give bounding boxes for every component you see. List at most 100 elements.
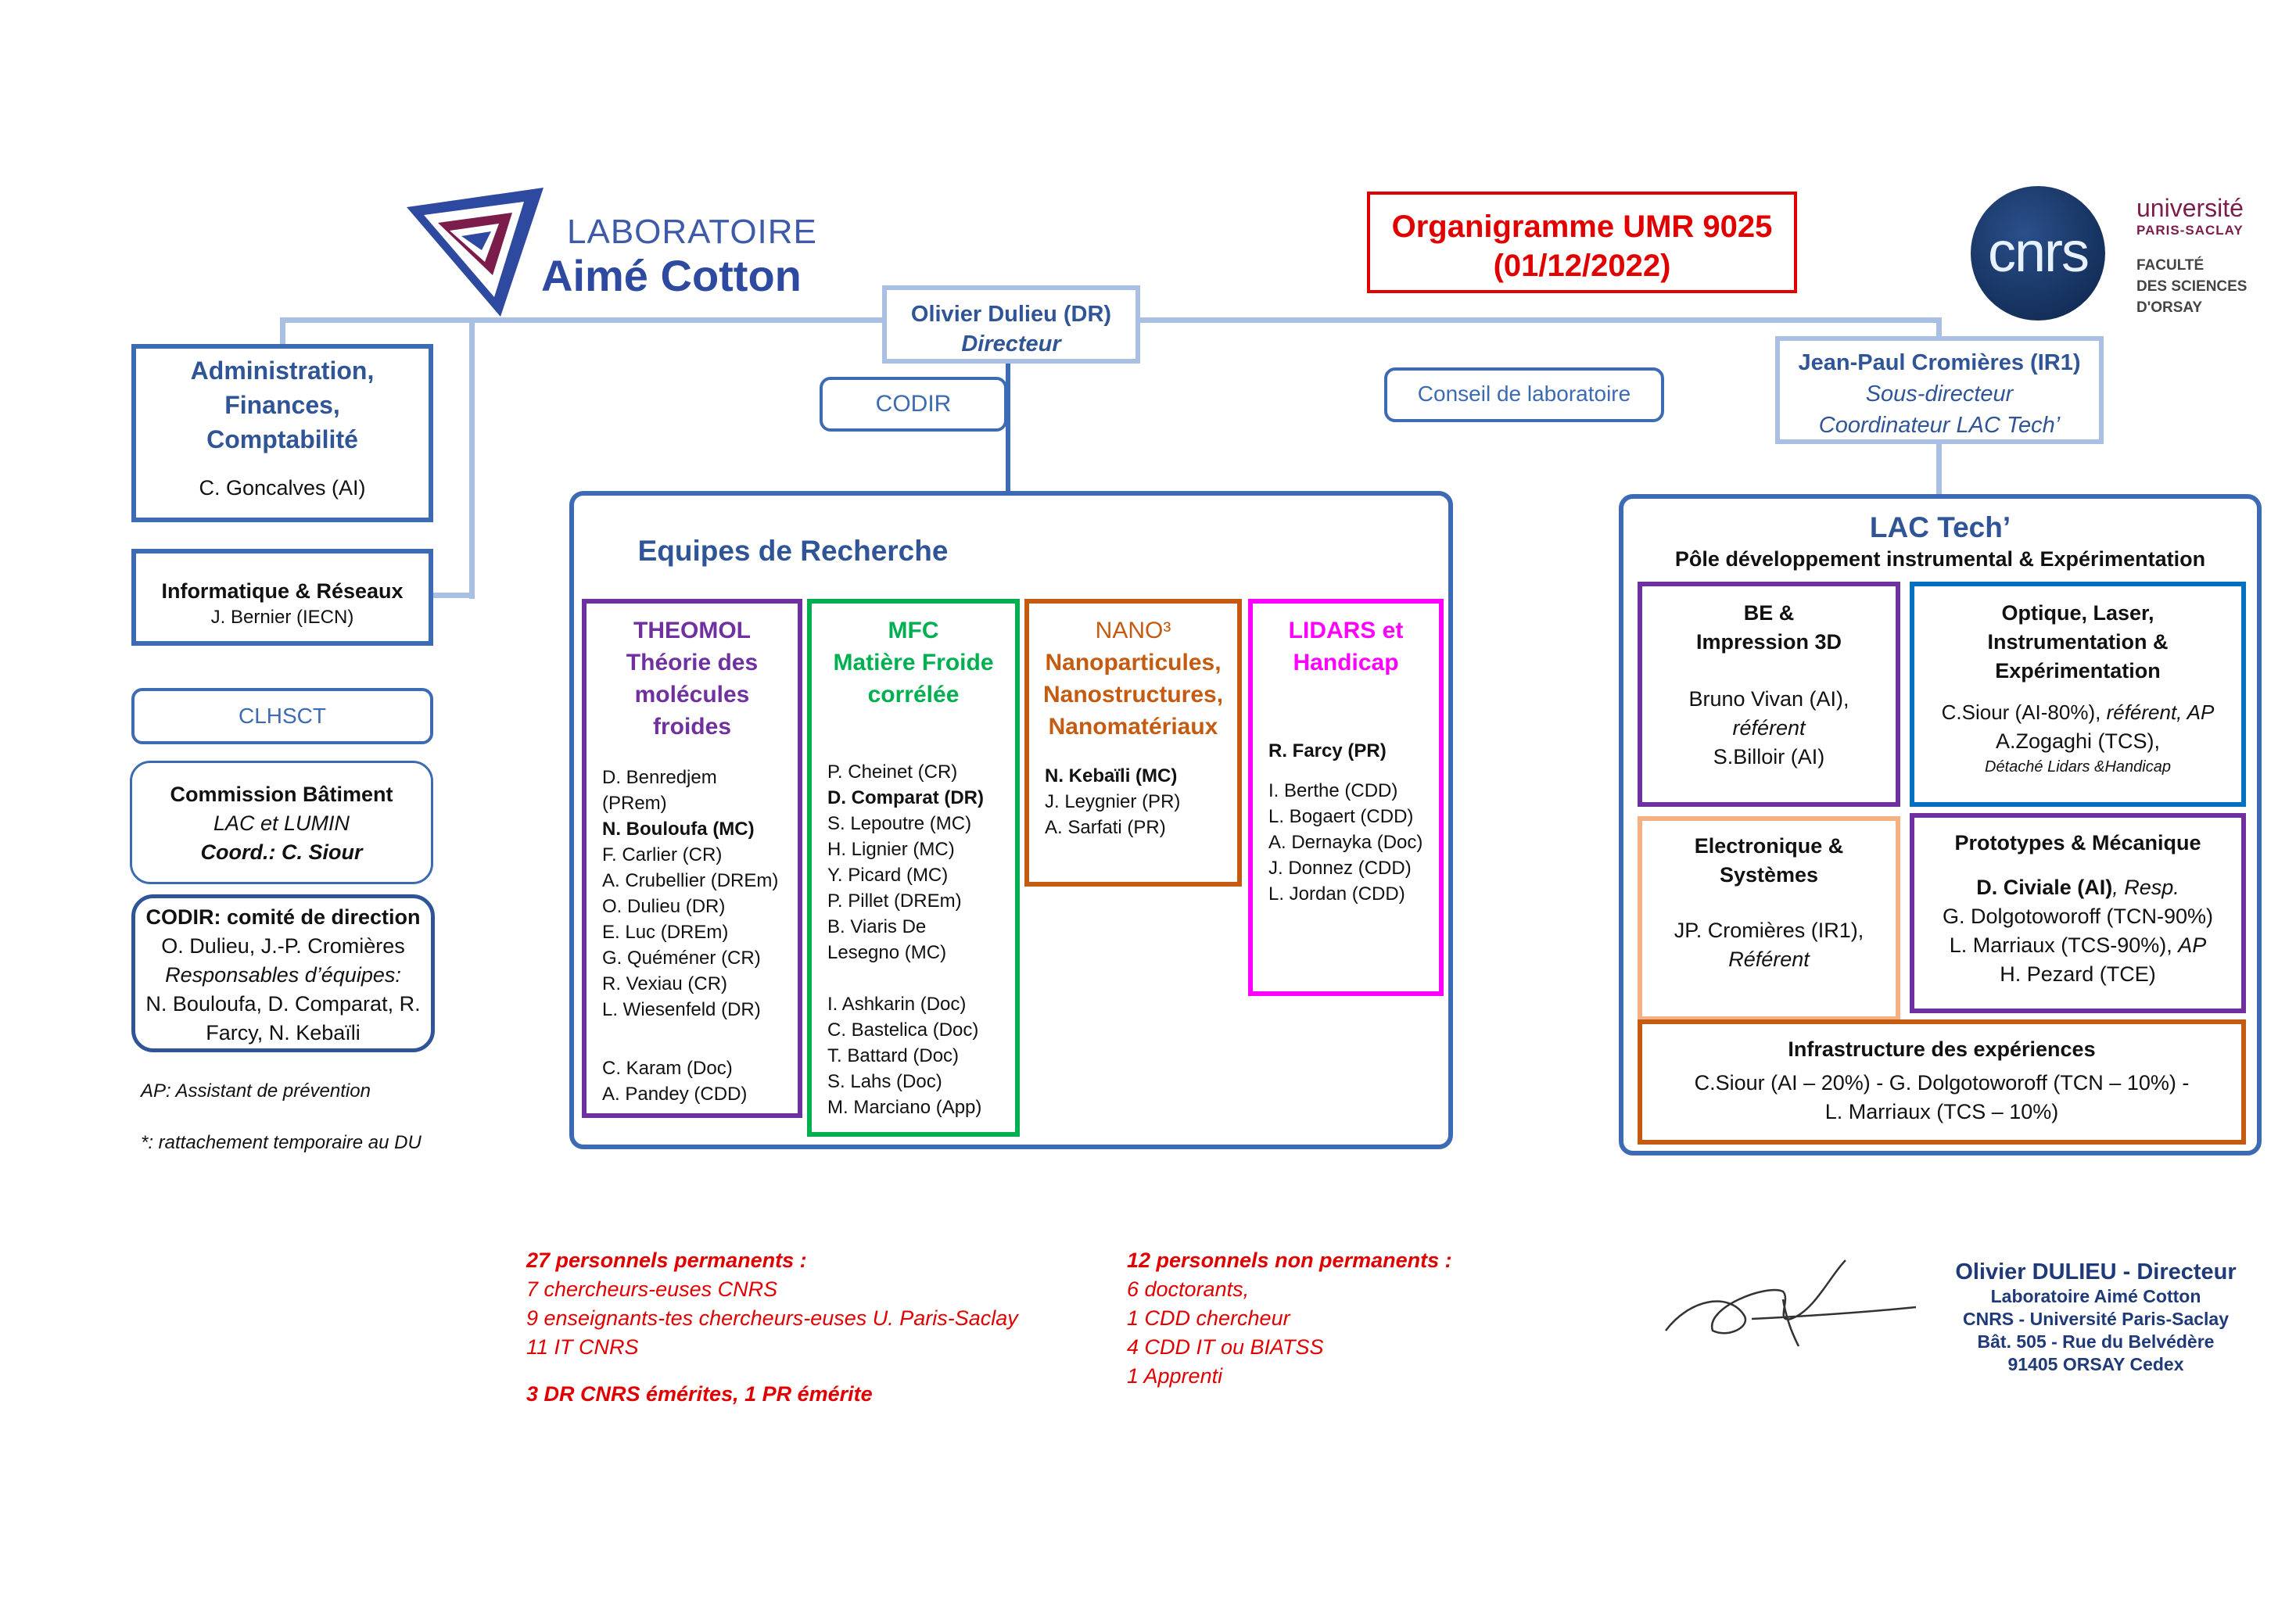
lactech-be: BE & Impression 3D Bruno Vivan (AI), réf… [1638, 582, 1900, 807]
university-line2: PARIS-SACLAY [2136, 223, 2244, 238]
stats-nonpermanent-line: 1 CDD chercheur [1127, 1306, 1290, 1330]
connector-top-left [280, 317, 882, 323]
member: R. Farcy (PR) [1268, 740, 1387, 761]
member: I. Berthe (CDD) [1268, 780, 1398, 801]
electronique-line1: JP. Cromières (IR1), [1674, 919, 1864, 942]
member: R. Vexiau (CR) [602, 973, 728, 994]
member: A. Dernayka (Doc) [1268, 832, 1423, 853]
university-logo: université PARIS-SACLAY FACULTÉ DES SCIE… [2136, 194, 2293, 342]
signature-icon [1665, 1259, 1917, 1347]
lactech-electronique: Electronique & Systèmes JP. Cromières (I… [1638, 816, 1900, 1021]
stats-permanent: 27 personnels permanents : 7 chercheurs-… [526, 1246, 1018, 1409]
lactech-title: LAC Tech’ [1869, 511, 2011, 543]
be-line1: Bruno Vivan (AI), [1688, 687, 1849, 711]
codir-label: CODIR [875, 391, 952, 417]
member: D. Benredjem [602, 767, 717, 788]
member: A. Crubellier (DREm) [602, 870, 779, 891]
member: F. Carlier (CR) [602, 844, 723, 865]
prototypes-line3: L. Marriaux (TCS-90%), AP [1914, 931, 2241, 960]
signature-line5: 91405 ORSAY Cedex [2007, 1354, 2184, 1374]
team-lidars: LIDARS et Handicap R. Farcy (PR) I. Bert… [1248, 599, 1444, 996]
team-lidars-title-1: LIDARS et [1288, 618, 1404, 643]
commission-sub: LAC et LUMIN [213, 812, 350, 835]
clhsct-label: CLHSCT [238, 704, 326, 728]
admin-title-3: Comptabilité [206, 425, 358, 453]
subdirector-role1: Sous-directeur [1865, 382, 2014, 407]
connector-top-right [1134, 317, 1941, 323]
cnrs-logo-text: cnrs [1987, 221, 2090, 284]
team-nano: NANO³ Nanoparticules, Nanostructures, Na… [1024, 599, 1242, 887]
codir-box-line3: N. Bouloufa, D. Comparat, R. [145, 992, 421, 1016]
team-theomol-title-2: Théorie des [626, 650, 759, 675]
team-lidars-title-2: Handicap [1293, 650, 1399, 675]
optique-line3: Détaché Lidars &Handicap [1985, 758, 2171, 776]
lactech-infra: Infrastructure des expériences C.Siour (… [1638, 1019, 2246, 1145]
team-mfc: MFC Matière Froide corrélée P. Cheinet (… [807, 599, 1020, 1137]
lac-logo-line1: LABORATOIRE [567, 213, 817, 251]
member: P. Pillet (DREm) [827, 890, 962, 912]
stats-nonpermanent-line: 1 Apprenti [1127, 1364, 1223, 1388]
research-title: Equipes de Recherche [637, 535, 949, 567]
signature-line1: Olivier DULIEU - Directeur [1955, 1259, 2237, 1284]
prototypes-title: Prototypes & Mécanique [1954, 831, 2201, 854]
codir-box: CODIR: comité de direction O. Dulieu, J.… [131, 894, 435, 1052]
electronique-title-1: Electronique & [1694, 834, 1844, 858]
stats-permanent-line: 11 IT CNRS [526, 1335, 639, 1359]
team-theomol: THEOMOL Théorie des molécules froides D.… [582, 599, 802, 1118]
cnrs-logo: cnrs [1971, 186, 2105, 321]
be-title-2: Impression 3D [1695, 630, 1842, 654]
signature-line3: CNRS - Université Paris-Saclay [1962, 1309, 2230, 1329]
electronique-line2: Référent [1728, 948, 1810, 971]
team-lidars-members: R. Farcy (PR) I. Berthe (CDD) L. Bogaert… [1268, 738, 1439, 907]
connector-informatique-vertical [469, 317, 475, 599]
member: H. Lignier (MC) [827, 839, 955, 860]
note-ap: AP: Assistant de prévention [141, 1080, 371, 1102]
admin-box: Administration, Finances, Comptabilité C… [131, 344, 433, 522]
informatique-title: Informatique & Réseaux [161, 579, 404, 603]
stats-nonpermanent-line: 4 CDD IT ou BIATSS [1127, 1335, 1324, 1359]
clhsct-box[interactable]: CLHSCT [131, 688, 433, 744]
member: N. Bouloufa (MC) [602, 819, 755, 840]
prototypes-line4: H. Pezard (TCE) [2000, 962, 2156, 986]
codir-box-title: CODIR: comité de direction [145, 905, 421, 929]
lactech-subtitle: Pôle développement instrumental & Expéri… [1674, 547, 2206, 571]
infra-line2: L. Marriaux (TCS – 10%) [1824, 1100, 2059, 1123]
member: N. Kebaïli (MC) [1045, 765, 1178, 786]
team-mfc-members: P. Cheinet (CR) D. Comparat (DR) S. Lepo… [827, 759, 1015, 1120]
director-name: Olivier Dulieu (DR) [910, 302, 1112, 327]
team-theomol-title-4: froides [652, 714, 732, 740]
team-theomol-members: D. Benredjem (PRem) N. Bouloufa (MC) F. … [602, 765, 798, 1107]
team-nano-title-4: Nanomatériaux [1048, 714, 1218, 740]
lac-logo-line2: Aimé Cotton [541, 251, 802, 300]
lac-logo-icon [407, 188, 544, 317]
optique-line1-role: référent, AP [2106, 700, 2215, 724]
stats-emerites: 3 DR CNRS émérites, 1 PR émérite [526, 1382, 873, 1406]
page-title-line2: (01/12/2022) [1493, 249, 1671, 283]
optique-line1: C.Siour (AI-80%), référent, AP [1914, 698, 2241, 727]
codir-box-line1: O. Dulieu, J.-P. Cromières [161, 934, 405, 958]
team-nano-members: N. Kebaïli (MC) J. Leygnier (PR) A. Sarf… [1045, 763, 1237, 840]
page-title: Organigramme UMR 9025 (01/12/2022) [1367, 192, 1797, 293]
stats-permanent-title: 27 personnels permanents : [526, 1249, 807, 1272]
member: M. Marciano (App) [827, 1097, 982, 1118]
conseil-label-box[interactable]: Conseil de laboratoire [1384, 367, 1664, 422]
be-line2: référent [1732, 716, 1806, 740]
optique-title-2: Instrumentation & [1987, 630, 2169, 654]
member: B. Viaris De [827, 916, 927, 937]
infra-title: Infrastructure des expériences [1788, 1037, 2096, 1061]
member: G. Quéméner (CR) [602, 948, 761, 969]
stats-nonpermanent-title: 12 personnels non permanents : [1127, 1249, 1452, 1272]
codir-label-box[interactable]: CODIR [820, 377, 1007, 432]
optique-title-1: Optique, Laser, [2001, 601, 2154, 625]
subdirector-name: Jean-Paul Cromières (IR1) [1798, 350, 2081, 375]
be-title-1: BE & [1743, 601, 1795, 625]
member-spacer [827, 966, 1015, 991]
faculty-line2: DES SCIENCES [2136, 278, 2248, 295]
prototypes-line3-role: AP [2178, 933, 2207, 957]
team-theomol-title-3: molécules [634, 682, 750, 708]
signature-line2: Laboratoire Aimé Cotton [1990, 1286, 2201, 1306]
note-rattachement: *: rattachement temporaire au DU [141, 1132, 422, 1153]
connector-admin-drop [280, 317, 285, 349]
member: A. Pandey (CDD) [602, 1084, 748, 1105]
codir-box-line2: Responsables d’équipes: [165, 963, 401, 987]
